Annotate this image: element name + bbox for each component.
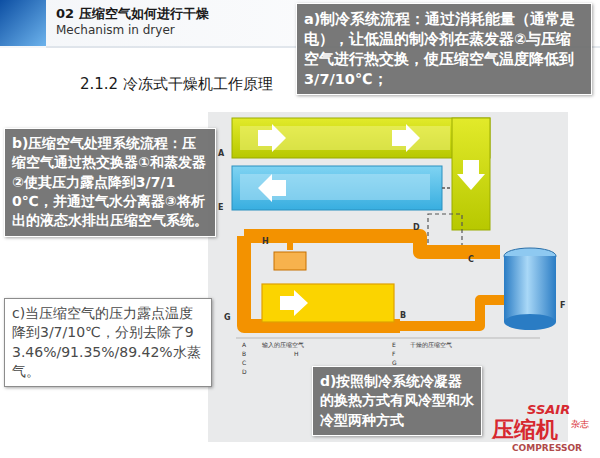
condenser	[262, 284, 394, 322]
legend-letter: C	[242, 360, 246, 367]
port-letter: C	[468, 256, 474, 265]
legend-letter: D	[242, 369, 247, 376]
expansion-valve	[274, 252, 306, 270]
legend-letter: A	[242, 342, 246, 349]
logo-mark: SSAIR	[527, 403, 570, 417]
legend-letter: E	[392, 342, 396, 349]
callout-text: b)压缩空气处理系统流程：压缩空气通过热交换器①和蒸发器②使其压力露点降到3/7…	[12, 134, 208, 231]
compressor-bottom	[504, 314, 556, 330]
section-heading: 2.1.2 冷冻式干燥机工作原理	[80, 76, 273, 93]
port-letter: F	[560, 302, 565, 311]
dry-air-channel	[232, 166, 442, 210]
refrigeration-compressor	[504, 256, 556, 322]
flow-arrow	[457, 160, 485, 190]
port-letter: H	[262, 238, 269, 247]
port-letter: E	[218, 204, 223, 213]
legend-letter: H	[294, 351, 299, 358]
refrigerant-pipe	[244, 236, 400, 326]
legend-letter: F	[392, 351, 395, 358]
callout-box: d)按照制冷系统冷凝器的换热方式有风冷型和水冷型两种方式	[312, 366, 482, 436]
callout-text: d)按照制冷系统冷凝器的换热方式有风冷型和水冷型两种方式	[320, 372, 474, 430]
header-square	[0, 0, 46, 46]
legend-text: 输入的压缩空气	[262, 342, 304, 349]
port-letter: D	[413, 224, 420, 233]
port-letter: A	[218, 150, 224, 159]
diagram-panel	[208, 112, 568, 442]
logo-english: COMPRESSOR	[512, 444, 582, 454]
dashed-link	[442, 187, 452, 189]
legend-letter: B	[242, 351, 246, 358]
refrigerant-pipe	[287, 236, 293, 250]
refrigerant-pipe	[400, 300, 505, 326]
slide-subtitle: Mechanism in dryer	[56, 24, 175, 37]
port-letter: G	[224, 314, 231, 323]
callout-box: c)当压缩空气的压力露点温度降到3/7/10℃，分别去除了93.46%/91.3…	[4, 298, 212, 387]
legend-rule	[236, 338, 540, 339]
logo-tag: 杂志	[571, 420, 589, 430]
flow-arrow	[392, 124, 420, 152]
legend-letter: G	[392, 360, 397, 367]
port-letter: B	[400, 312, 406, 321]
callout-text: a)制冷系统流程：通过消耗能量（通常是电），让低温的制冷剂在蒸发器②与压缩空气进…	[304, 9, 584, 89]
legend-text: 干燥的压缩空气	[410, 342, 452, 349]
air-inlet-channel	[232, 118, 490, 158]
flow-arrow	[280, 290, 308, 316]
callout-box: a)制冷系统流程：通过消耗能量（通常是电），让低温的制冷剂在蒸发器②与压缩空气进…	[296, 3, 592, 95]
callout-box: b)压缩空气处理系统流程：压缩空气通过热交换器①和蒸发器②使其压力露点降到3/7…	[4, 128, 216, 237]
refrigerant-pipe	[244, 236, 500, 252]
callout-text: c)当压缩空气的压力露点温度降到3/7/10℃，分别去除了93.46%/91.3…	[12, 304, 204, 381]
air-down-pipe	[452, 118, 490, 230]
flow-arrow	[258, 124, 286, 152]
flow-arrow	[258, 174, 286, 202]
slide-title: 02 压缩空气如何进行干燥	[56, 5, 209, 23]
logo-name: 压缩机	[492, 418, 558, 442]
